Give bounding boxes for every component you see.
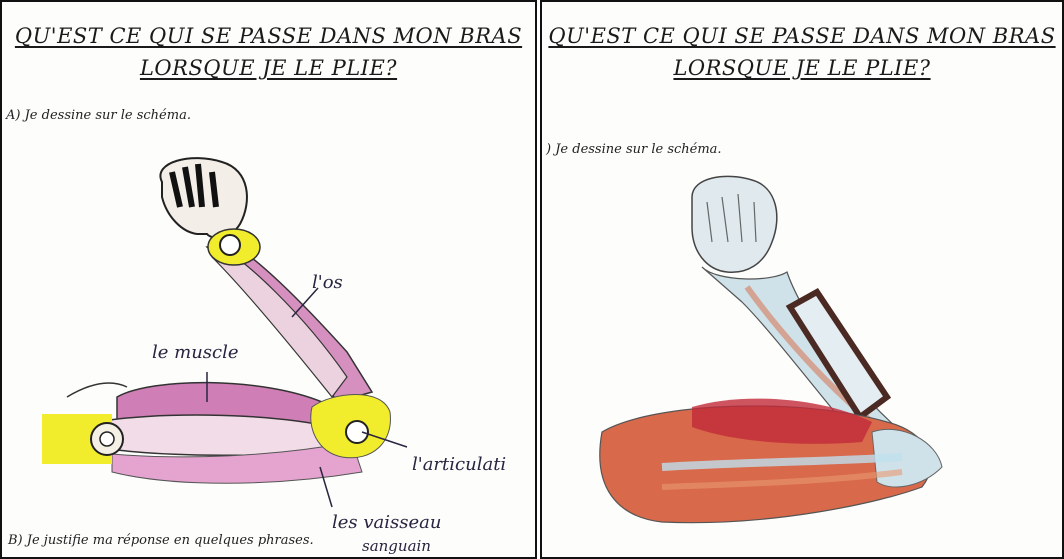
label-os: l'os [312, 272, 343, 293]
upper-arm-bone [97, 415, 332, 455]
worksheet-right: QU'EST CE QUI SE PASSE DANS MON BRAS LOR… [540, 0, 1064, 559]
forearm-bone [212, 247, 347, 397]
arm-drawing-right [542, 2, 1064, 559]
fist-outline [692, 176, 777, 272]
instruction-justify: B) Je justifie ma réponse en quelques ph… [8, 533, 314, 548]
label-articulation: l'articulati [412, 454, 506, 475]
worksheet-left: QU'EST CE QUI SE PASSE DANS MON BRAS LOR… [0, 0, 537, 559]
label-muscle: le muscle [152, 342, 239, 363]
label-vaisseau: les vaisseau [332, 512, 441, 533]
label-sanguin: sanguain [362, 537, 431, 555]
arm-drawing-left [2, 2, 537, 559]
